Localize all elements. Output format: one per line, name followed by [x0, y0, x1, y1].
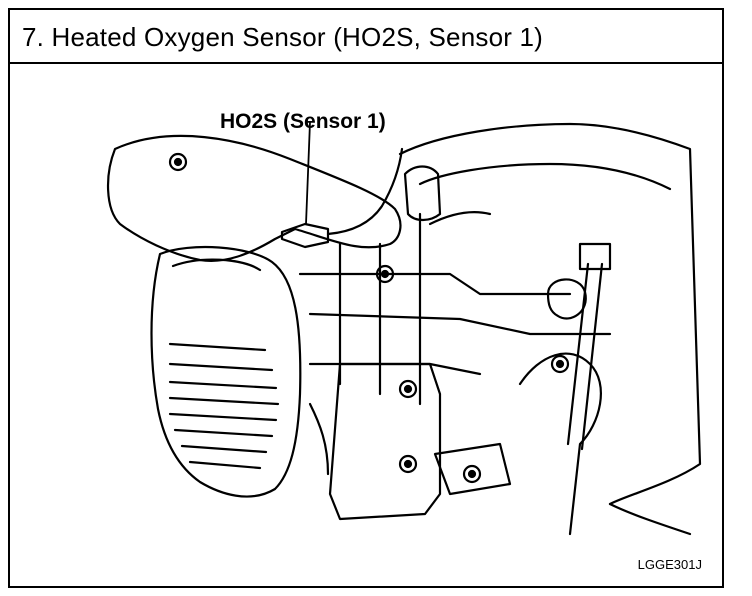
lower-bracket [433, 442, 512, 496]
figure-code: LGGE301J [637, 557, 702, 572]
catalytic-converter [150, 245, 302, 498]
bracket-bolt [398, 379, 418, 399]
figure-title: 7. Heated Oxygen Sensor (HO2S, Sensor 1) [22, 22, 544, 52]
engine-block [398, 122, 702, 506]
bracket-bolt [398, 454, 418, 474]
callout-leader [305, 121, 311, 225]
stud-bolt [375, 264, 395, 284]
engine-illustration [107, 121, 702, 536]
engine-mount-arm [518, 352, 602, 536]
exhaust-manifold [107, 134, 402, 262]
heat-shield-ribs [168, 342, 280, 470]
mount-boss [546, 278, 587, 320]
mount-bolt [550, 354, 570, 374]
lower-bolt [462, 464, 482, 484]
ho2s-wire [326, 147, 404, 236]
pipe-clamp [403, 165, 442, 222]
mounting-bracket [328, 362, 442, 521]
ho2s-sensor [280, 222, 330, 249]
sensor-callout-label: HO2S (Sensor 1) [220, 110, 386, 133]
figure-frame: 7. Heated Oxygen Sensor (HO2S, Sensor 1) [8, 8, 724, 588]
figure-header: 7. Heated Oxygen Sensor (HO2S, Sensor 1) [10, 10, 722, 64]
manifold-bolt [168, 152, 188, 172]
